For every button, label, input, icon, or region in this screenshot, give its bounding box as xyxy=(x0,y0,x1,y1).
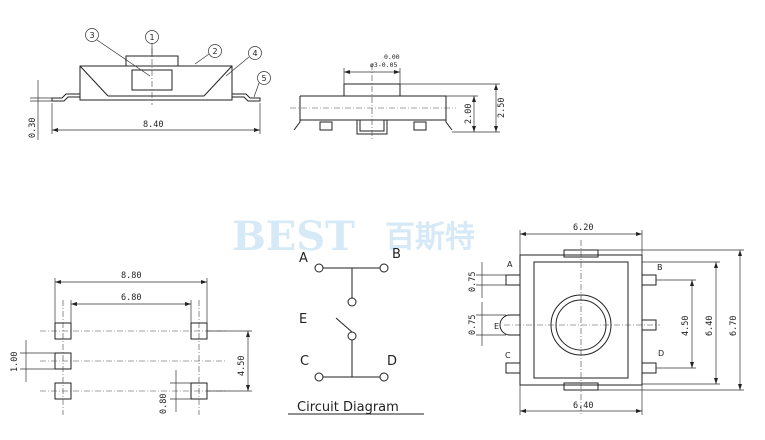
pin-label-a: A xyxy=(507,260,513,269)
pin-b xyxy=(641,274,657,286)
pin-label-e: E xyxy=(494,322,499,331)
circuit-diagram: A B E C D Circuit Diagram xyxy=(288,247,424,415)
dim-footprint-450: 4.50 xyxy=(237,356,247,376)
callout-4 xyxy=(248,46,262,60)
callout-2-label: 2 xyxy=(213,47,218,56)
callout-3-label: 3 xyxy=(90,31,95,40)
pin-c xyxy=(505,362,521,374)
top-view: A B E C D 6.20 6.40 0.75 0.75 4.50 xyxy=(468,223,744,415)
callout-5-label: 5 xyxy=(262,74,267,83)
dim-height-250: 2.50 xyxy=(497,98,507,118)
terminal-b xyxy=(379,263,389,273)
dim-bottom-640: 6.40 xyxy=(573,401,593,411)
switch-lever xyxy=(335,317,353,333)
label-b: B xyxy=(392,247,401,262)
dim-width-840: 8.40 xyxy=(143,120,163,130)
side-body xyxy=(79,65,233,101)
front-view: 0.00 ø3-0.05 2.00 2.50 xyxy=(290,53,507,140)
watermark-chinese: 百斯特 xyxy=(385,220,475,255)
label-c: C xyxy=(300,354,309,369)
dim-right-670: 6.70 xyxy=(729,316,739,336)
label-d: D xyxy=(387,354,397,369)
callout-2 xyxy=(208,44,222,58)
label-e: E xyxy=(299,312,307,327)
pcb-footprint: 8.80 6.80 1.00 4.50 0.80 xyxy=(10,271,252,415)
dim-right-640: 6.40 xyxy=(705,316,715,336)
dim-diameter-nominal: 0.00 xyxy=(384,53,400,61)
terminal-a xyxy=(314,263,324,273)
pin-label-c: C xyxy=(505,351,511,360)
side-view: 1 3 2 4 5 8.40 0.30 xyxy=(28,28,271,140)
dim-diameter: ø3-0.05 xyxy=(370,61,397,69)
pin-a xyxy=(505,274,521,286)
dim-footprint-080: 0.80 xyxy=(159,394,169,414)
watermark-brand: BEST xyxy=(232,213,355,260)
front-body xyxy=(293,95,453,131)
label-a: A xyxy=(299,251,308,266)
callout-1-label: 1 xyxy=(150,33,155,42)
dim-lead-030: 0.30 xyxy=(28,118,38,138)
circuit-caption: Circuit Diagram xyxy=(297,400,399,415)
dim-pin-075b: 0.75 xyxy=(468,315,478,335)
dim-height-200: 2.00 xyxy=(464,104,474,124)
pin-d xyxy=(641,362,657,374)
pin-label-b: B xyxy=(657,263,663,272)
terminal-c xyxy=(314,372,324,382)
callout-5 xyxy=(257,71,271,85)
watermark: BEST 百斯特 xyxy=(232,213,475,260)
callout-3 xyxy=(85,28,99,42)
dim-pin-075a: 0.75 xyxy=(468,272,478,292)
side-lead-left xyxy=(51,93,80,102)
dim-right-450: 4.50 xyxy=(681,316,691,336)
side-lead-right xyxy=(232,93,261,102)
dim-footprint-680: 6.80 xyxy=(121,293,141,303)
terminal-d xyxy=(379,372,389,382)
callout-4-label: 4 xyxy=(253,49,258,58)
dim-top-620: 6.20 xyxy=(573,223,593,233)
side-bevel xyxy=(79,65,233,97)
dim-footprint-880: 8.80 xyxy=(121,271,141,281)
dim-footprint-100: 1.00 xyxy=(10,352,20,372)
pin-label-d: D xyxy=(658,349,664,358)
pin-e xyxy=(499,314,520,336)
